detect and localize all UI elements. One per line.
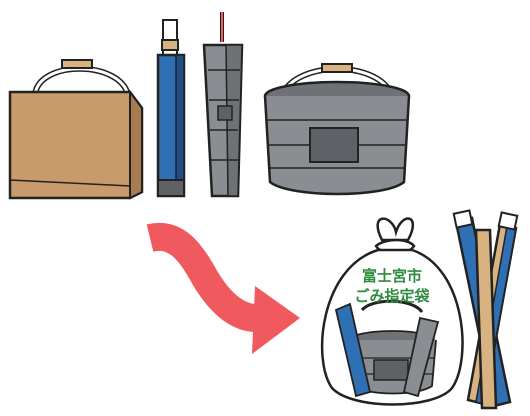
paper-shopping-bag-icon	[10, 60, 142, 198]
wrapped-bundle-icon	[204, 12, 242, 196]
blue-umbrella-pole-icon	[158, 20, 184, 196]
bag-label-line1: 富士宮市	[362, 267, 422, 285]
gray-bucket-bundle-icon	[265, 64, 409, 194]
bag-label-line2: ごみ指定袋	[354, 287, 430, 305]
crossed-poles-icon	[454, 210, 518, 408]
curved-arrow-icon	[150, 237, 300, 354]
designated-garbage-bag-icon: 富士宮市 ごみ指定袋	[322, 219, 462, 405]
